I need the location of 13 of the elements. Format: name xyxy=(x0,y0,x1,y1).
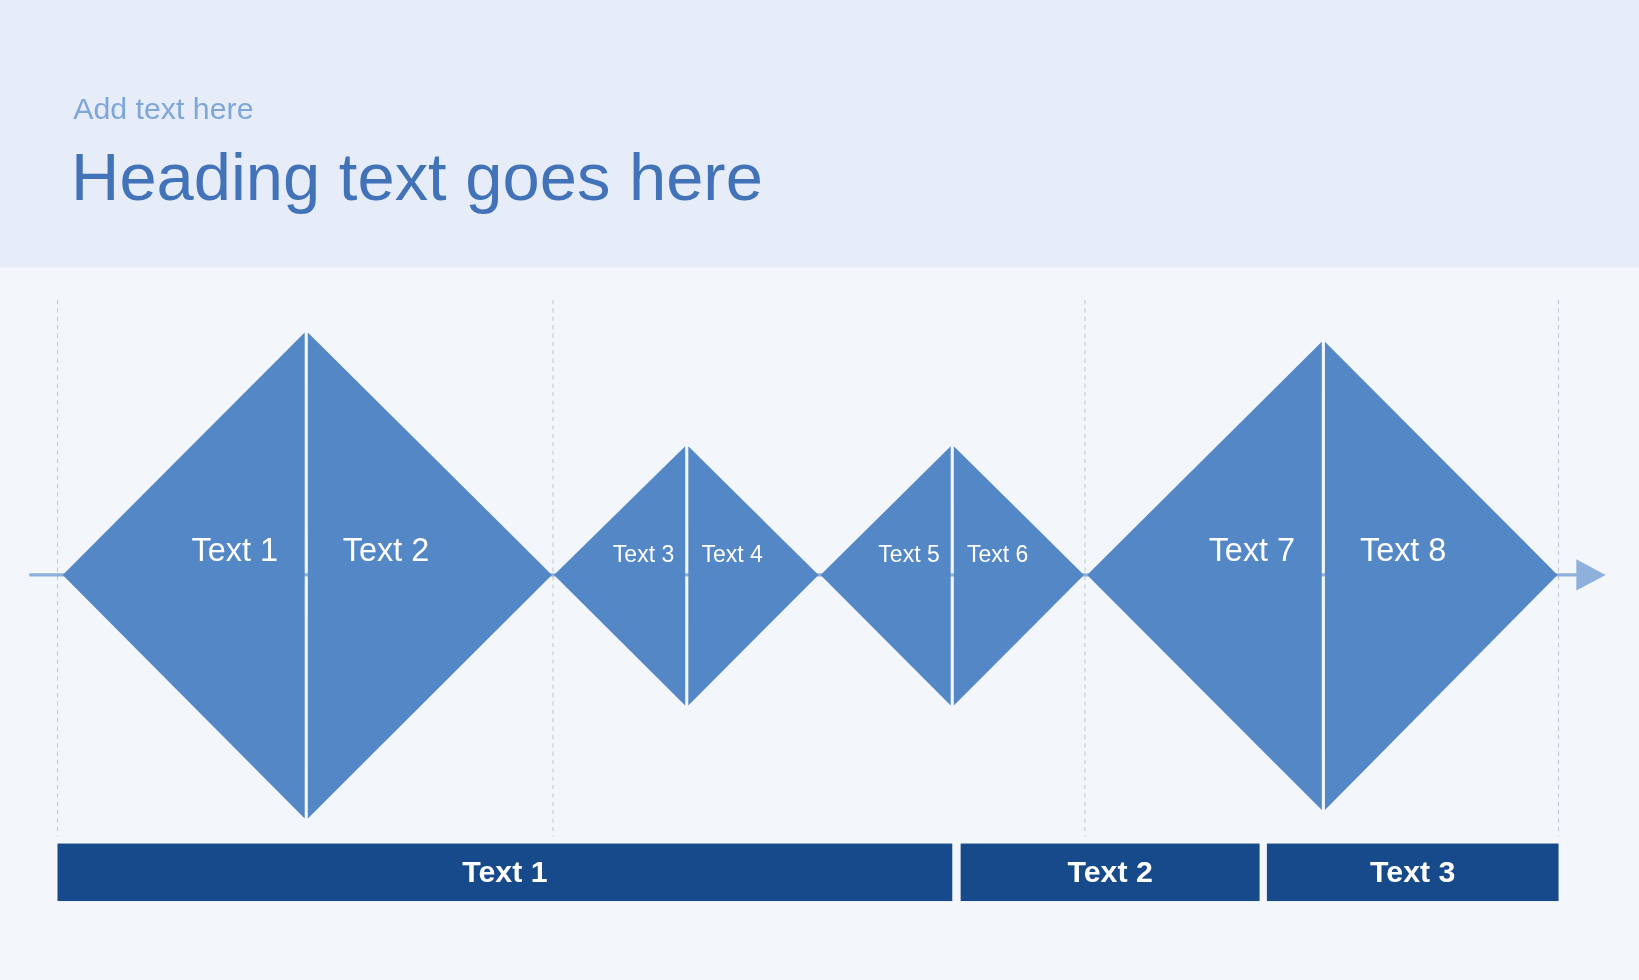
segment-label: Text 8 xyxy=(1359,534,1447,567)
segment-label: Text 6 xyxy=(966,543,1029,567)
segment-label: Text 2 xyxy=(342,534,430,567)
phase-bar: Text 3 xyxy=(1266,843,1559,902)
segment-label: Text 3 xyxy=(612,543,675,567)
phase-bar: Text 1 xyxy=(57,843,953,902)
heading: Heading text goes here xyxy=(71,138,763,216)
subtitle: Add text here xyxy=(73,92,254,127)
segment-label: Text 7 xyxy=(1208,534,1296,567)
phase-bar: Text 2 xyxy=(960,843,1260,902)
segment-label: Text 5 xyxy=(878,543,940,567)
segment-label: Text 1 xyxy=(191,534,279,567)
segment-label: Text 4 xyxy=(701,543,763,567)
